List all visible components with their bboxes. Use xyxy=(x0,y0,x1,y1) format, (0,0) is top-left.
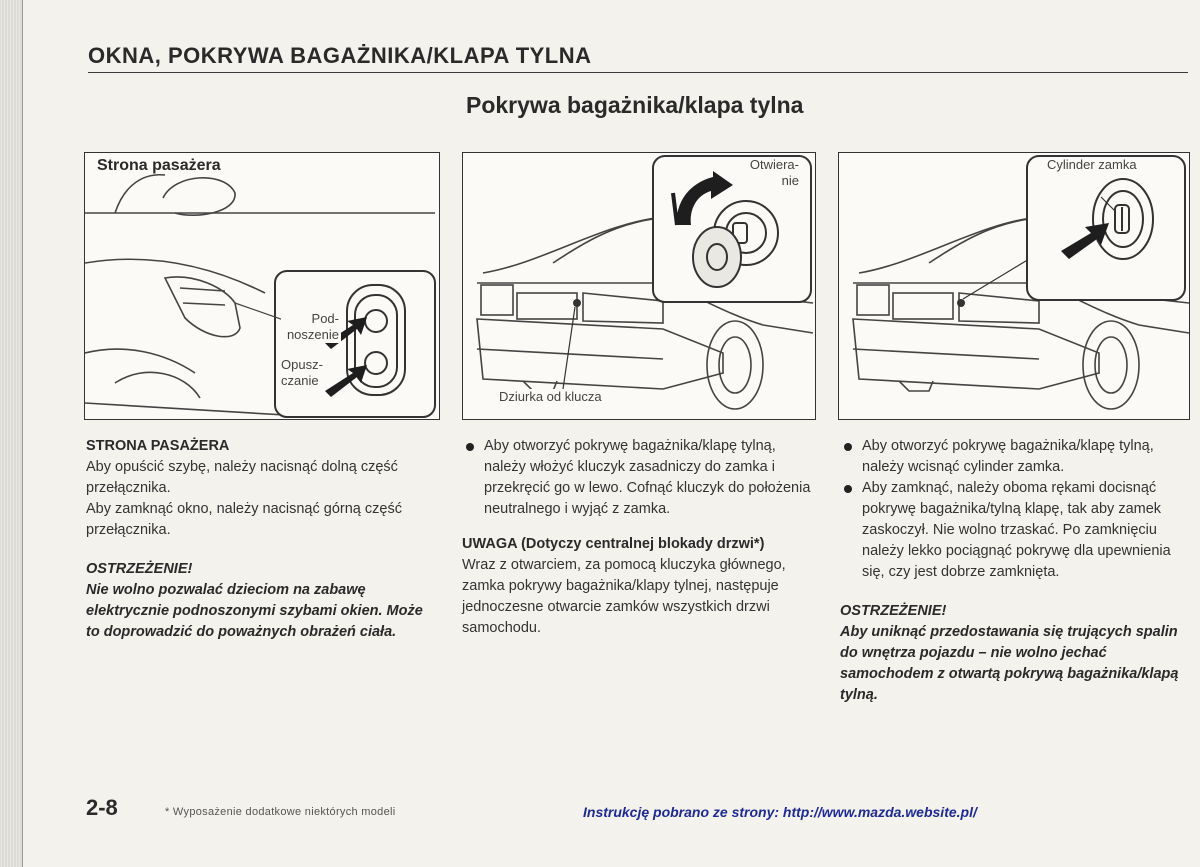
column-trunk-cylinder: Aby otworzyć pokrywę bagażnika/klapę tyl… xyxy=(840,436,1190,706)
warning-title: OSTRZEŻENIE! xyxy=(840,603,947,619)
footnote: * Wyposażenie dodatkowe niektórych model… xyxy=(165,806,396,818)
bullet-item: Aby zamknąć, należy oboma rękami docisną… xyxy=(840,478,1190,583)
label-open: Otwiera- nie xyxy=(739,157,801,189)
door-illustration xyxy=(85,173,436,418)
source-link[interactable]: Instrukcję pobrano ze strony: http://www… xyxy=(583,804,977,820)
warning-title: OSTRZEŻENIE! xyxy=(86,561,193,577)
warning-text: Nie wolno pozwalać dzieciom na zabawę el… xyxy=(86,582,423,640)
page-number: 2-8 xyxy=(86,795,118,820)
figure-title: Strona pasażera xyxy=(97,157,221,174)
car-rear-key-illustration xyxy=(476,155,814,410)
warning-text: Aby uniknąć przedostawania się trujących… xyxy=(840,624,1179,703)
figure-trunk-key: Otwiera- nie Dziurka od klucza xyxy=(462,152,816,420)
column-passenger-side: STRONA PASAŻERA Aby opuścić szybę, należ… xyxy=(86,436,436,643)
note-title: UWAGA (Dotyczy centralnej blokady drzwi*… xyxy=(462,536,765,552)
paragraph: Aby opuścić szybę, należy nacisnąć dolną… xyxy=(86,459,398,496)
bullet-item: Aby otworzyć pokrywę bagażnika/klapę tyl… xyxy=(462,436,814,520)
column-trunk-key: Aby otworzyć pokrywę bagażnika/klapę tyl… xyxy=(462,436,814,639)
car-rear-cylinder-illustration xyxy=(852,155,1189,410)
page-edge xyxy=(0,0,23,867)
section-heading: STRONA PASAŻERA xyxy=(86,438,230,454)
note-text: Wraz z otwarciem, za pomocą kluczyka głó… xyxy=(462,557,786,636)
label-cylinder: Cylinder zamka xyxy=(1045,157,1139,172)
label-raise: Pod- noszenie xyxy=(281,311,341,343)
figure-window-switch: Strona pasażera Pod- noszenie Opusz- cza… xyxy=(84,152,440,420)
section-title: OKNA, POKRYWA BAGAŻNIKA/KLAPA TYLNA xyxy=(88,43,592,68)
title-rule xyxy=(88,72,1188,73)
figure-lock-cylinder: Cylinder zamka xyxy=(838,152,1190,420)
paragraph: Aby zamknąć okno, należy nacisnąć górną … xyxy=(86,501,402,538)
bullet-item: Aby otworzyć pokrywę bagażnika/klapę tyl… xyxy=(840,436,1190,478)
label-keyhole: Dziurka od klucza xyxy=(497,389,604,404)
page-subtitle: Pokrywa bagażnika/klapa tylna xyxy=(466,92,804,118)
label-lower: Opusz- czanie xyxy=(279,357,325,389)
